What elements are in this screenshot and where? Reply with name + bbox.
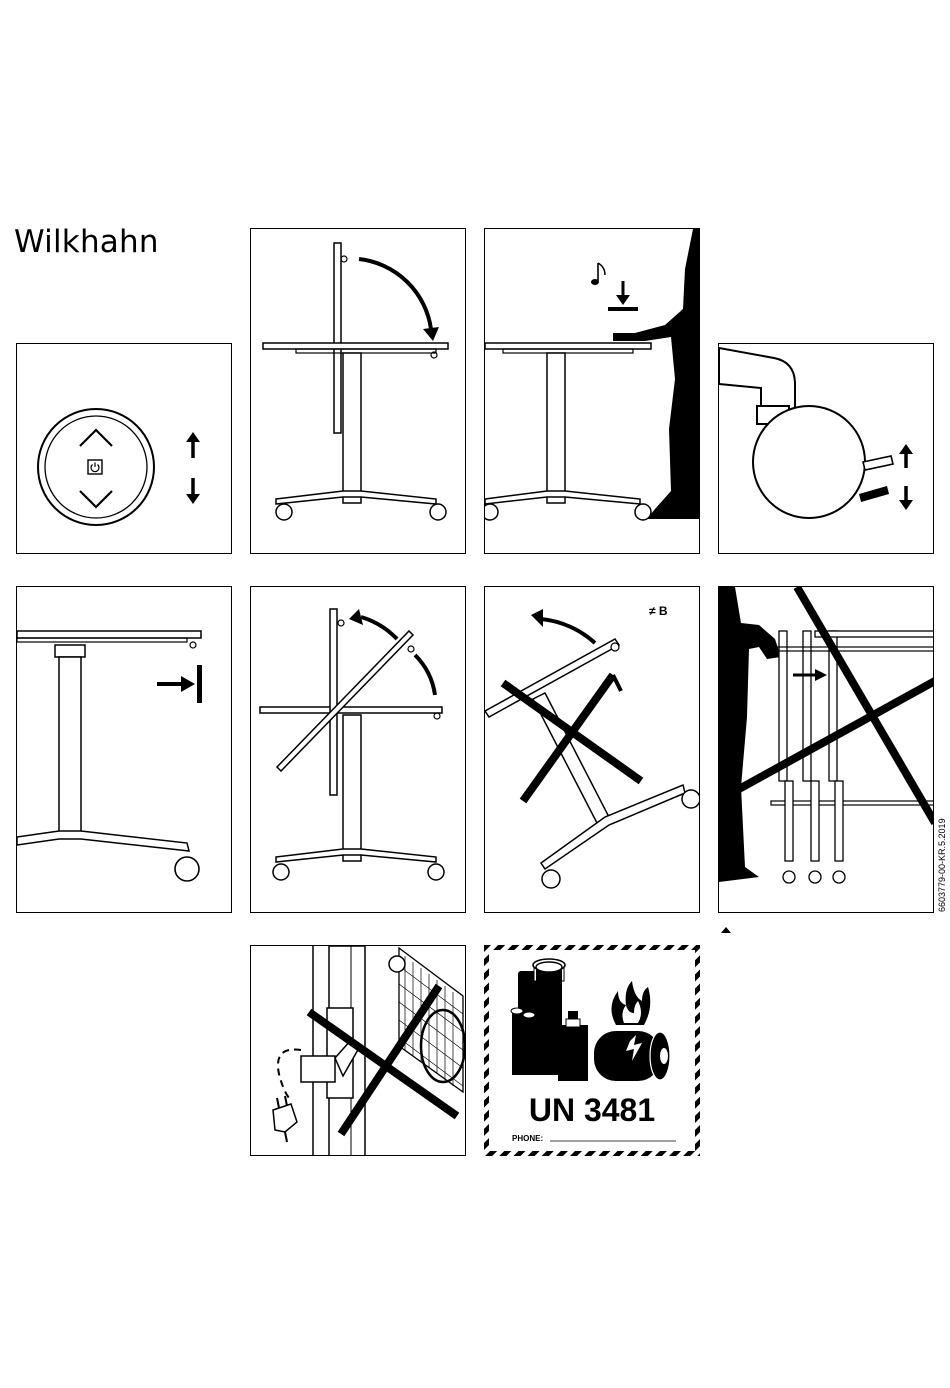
up-arrow-icon — [186, 432, 200, 458]
music-note-icon — [591, 263, 605, 285]
not-b-label: ≠ B — [649, 604, 668, 618]
control-panel-icon — [38, 409, 154, 525]
press-down-icon — [608, 281, 638, 311]
push-right-icon — [157, 665, 202, 703]
panel-press-lock — [484, 228, 700, 554]
triangle-marker-icon — [721, 927, 731, 933]
power-icon — [88, 460, 102, 474]
panel-no-tilt: ≠ B — [484, 586, 700, 913]
brand-logo: Wilkhahn — [14, 224, 159, 260]
panel-caster-brake — [718, 343, 934, 554]
panel-no-nesting — [718, 586, 934, 913]
panel-control-pad — [16, 343, 232, 554]
panel-release-lever — [16, 586, 232, 913]
down-arrow-icon — [186, 478, 200, 504]
phone-label: PHONE: — [512, 1134, 543, 1143]
panel-no-cable — [250, 945, 466, 1156]
down-arrow-icon — [899, 486, 913, 510]
un-number: UN 3481 — [529, 1092, 655, 1128]
battery-hazard-label: UN 3481 PHONE: — [484, 945, 700, 1156]
panel-tilt-down — [250, 228, 466, 554]
panel-tilt-positions — [250, 586, 466, 913]
up-arrow-icon — [899, 444, 913, 468]
document-reference: 6603779-00-KR.5.2019 — [937, 818, 947, 912]
plug-icon — [273, 1096, 297, 1142]
